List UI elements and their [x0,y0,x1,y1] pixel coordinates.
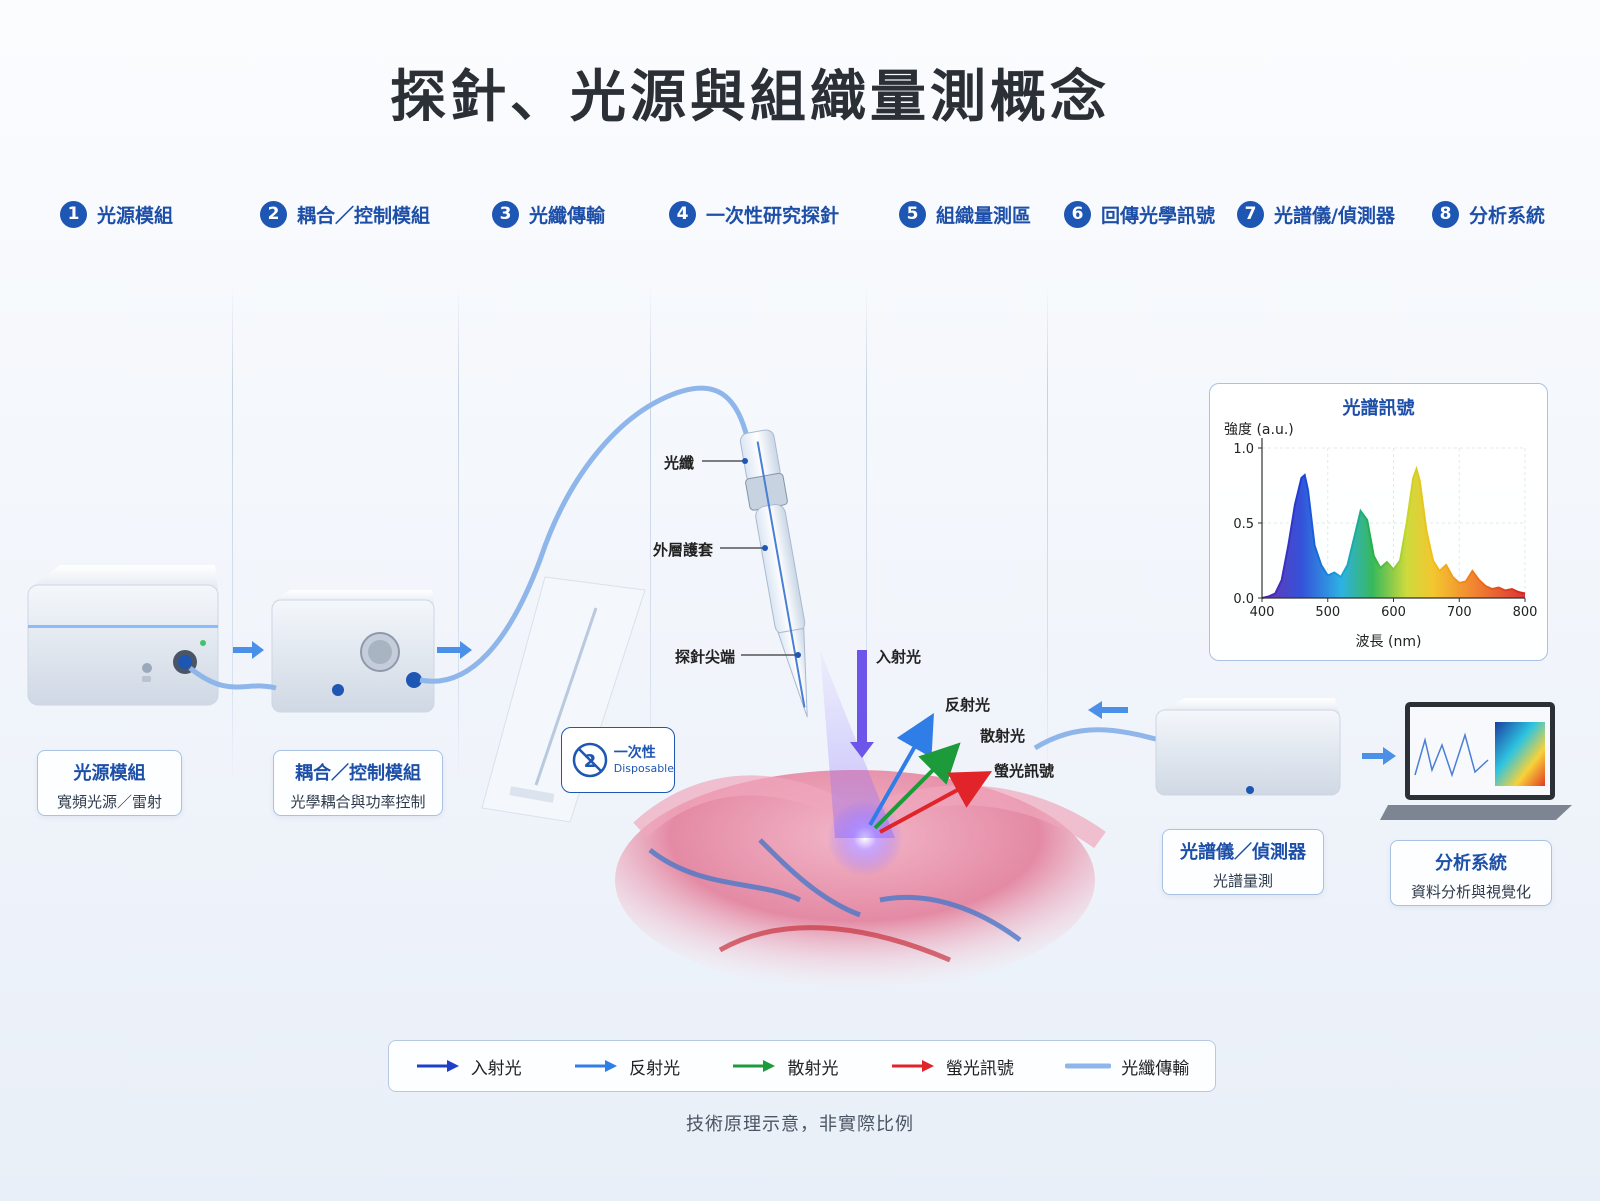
label-fluorescence: 螢光訊號 [994,762,1055,780]
step-number: 3 [492,200,519,228]
legend-label: 反射光 [629,1058,681,1079]
spectrum-area [1262,469,1525,598]
legend-label: 散射光 [787,1058,839,1079]
legend-item: 光纖傳輸 [1065,1054,1189,1079]
light-source-device [27,565,219,706]
legend-label: 入射光 [470,1058,522,1079]
column-divider [650,285,651,785]
page-title: 探針、光源與組織量測概念 [390,65,1110,130]
card-title: 光源模組 [73,763,146,784]
x-tick-label: 400 [1250,605,1275,620]
card-subtitle: 光學耦合與功率控制 [290,793,426,811]
x-tick-label: 500 [1315,605,1340,620]
column-divider [866,285,867,785]
step-number: 4 [669,200,696,228]
arrow-icon [575,1060,618,1072]
arrow-icon [891,1060,934,1072]
legend-item: 螢光訊號 [890,1054,1014,1079]
step-6: 6 回傳光學訊號 [1064,198,1215,230]
y-tick-label: 1.0 [1233,442,1254,457]
legend-label: 光纖傳輸 [1121,1058,1190,1079]
step-7: 7 光譜儀/偵測器 [1237,198,1395,230]
fiber-line-icon [1065,1063,1112,1069]
reflected-arrow [868,713,934,826]
step-4: 4 一次性研究探針 [669,198,839,230]
chart-xlabel: 波長 (nm) [1355,634,1422,650]
legend: 入射光 反射光 散射光 螢光訊號 光纖傳輸 [388,1040,1216,1092]
arrow-icon [733,1060,776,1072]
step-number: 2 [260,200,287,228]
spectrum-series [1261,465,1526,599]
spectrometer-device [1155,698,1341,796]
step-number: 8 [1432,200,1459,228]
x-tick-label: 600 [1381,605,1406,620]
y-tick-label: 0.0 [1233,592,1254,607]
legend-label: 螢光訊號 [945,1058,1014,1079]
legend-item: 反射光 [573,1054,680,1079]
probe-illustration [739,429,808,718]
step-number: 1 [60,200,87,228]
step-label: 光源模組 [97,204,174,227]
column-divider [458,285,459,785]
spectrum-chart-panel: 光譜訊號 強度 (a.u.) 波長 (nm) 400 500 600 700 800 0.… [1209,383,1548,661]
card-analysis: 分析系統 資料分析與視覺化 [1390,840,1552,906]
label-fiber: 光纖 [664,454,695,472]
label-sheath: 外層護套 [653,541,714,559]
step-label: 分析系統 [1469,204,1546,227]
step-label: 光譜儀/偵測器 [1274,204,1395,227]
disposable-en: Disposable [613,761,674,775]
step-3: 3 光纖傳輸 [492,198,605,230]
label-tip: 探針尖端 [675,648,736,666]
card-subtitle: 寬頻光源／雷射 [56,793,162,811]
column-divider [232,285,233,785]
step-label: 光纖傳輸 [529,204,606,227]
fiber-cable [1033,727,1161,751]
step-8: 8 分析系統 [1432,198,1545,230]
step-label: 組織量測區 [936,204,1032,227]
card-title: 分析系統 [1435,853,1507,874]
chart-ylabel: 強度 (a.u.) [1224,422,1294,438]
coupler-device [271,590,435,713]
step-5: 5 組織量測區 [899,198,1031,230]
label-scattered: 散射光 [980,727,1026,745]
card-subtitle: 資料分析與視覺化 [1410,883,1531,901]
single-use-icon: 2 [572,742,608,778]
column-divider [1047,285,1048,785]
fiber-cable [419,385,753,684]
step-label: 耦合／控制模組 [297,204,431,227]
scattered-arrow [873,742,961,830]
card-title: 耦合／控制模組 [295,763,421,784]
step-label: 一次性研究探針 [706,204,840,227]
footnote: 技術原理示意，非實際比例 [686,1114,914,1135]
arrow-icon [416,1060,459,1072]
card-spectrometer: 光譜儀／偵測器 光譜量測 [1162,829,1324,895]
label-incident: 入射光 [876,648,922,666]
y-tick-label: 0.5 [1233,517,1254,532]
card-light-source: 光源模組 寬頻光源／雷射 [37,750,182,816]
card-subtitle: 光譜量測 [1212,872,1273,890]
spectrum-plot: 400 500 600 700 800 0.0 0.5 1.0 [1233,438,1538,620]
disposable-zh: 一次性 [613,745,656,761]
legend-item: 散射光 [731,1054,838,1079]
disposable-package [481,576,646,823]
fluorescence-arrow [879,771,993,834]
label-reflected: 反射光 [945,696,991,714]
x-tick-label: 700 [1447,605,1472,620]
card-title: 光譜儀／偵測器 [1180,842,1306,863]
step-2: 2 耦合／控制模組 [260,198,430,230]
step-number: 7 [1237,200,1264,228]
step-number: 5 [899,200,926,228]
x-tick-label: 800 [1513,605,1538,620]
step-1: 1 光源模組 [60,198,173,230]
step-label: 回傳光學訊號 [1101,204,1216,227]
legend-item: 入射光 [415,1054,522,1079]
card-coupler: 耦合／控制模組 光學耦合與功率控制 [273,750,443,816]
step-number: 6 [1064,200,1091,228]
fiber-cable [188,666,277,691]
chart-title: 光譜訊號 [1342,398,1415,419]
disposable-badge: 2 一次性 Disposable [561,727,675,793]
laptop-icon [1380,702,1572,820]
